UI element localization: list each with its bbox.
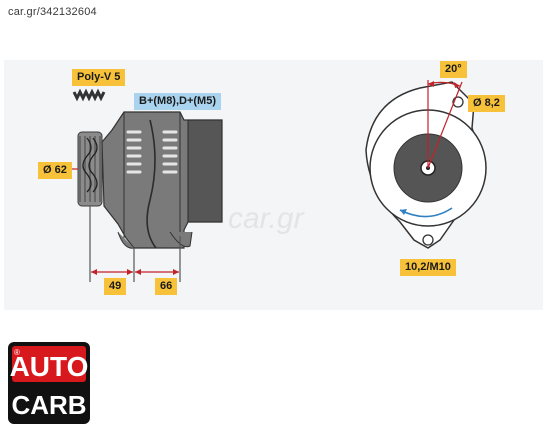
poly-v-groove-icon — [72, 88, 106, 102]
alternator-body — [101, 111, 223, 249]
dimension-lines — [72, 168, 181, 282]
autocarb-logo: AUTO CARB ® — [8, 342, 90, 424]
angle-label: 20° — [440, 61, 467, 78]
terminals-label: B+(M8),D+(M5) — [134, 93, 222, 110]
svg-text:AUTO: AUTO — [10, 351, 89, 382]
mount-label: 10,2/M10 — [400, 259, 456, 276]
pulley-icon — [77, 131, 103, 207]
svg-text:®: ® — [14, 348, 20, 357]
svg-text:CARB: CARB — [11, 390, 86, 420]
dimension-49-label: 49 — [104, 278, 127, 295]
poly-v-label: Poly-V 5 — [72, 69, 126, 86]
pulley-diameter-label: Ø 62 — [38, 162, 72, 179]
angle-dimension — [427, 80, 463, 169]
url-watermark: car.gr/342132604 — [8, 6, 97, 18]
front-view — [365, 81, 487, 249]
dimension-66-label: 66 — [155, 278, 178, 295]
hole-diameter-label: Ø 8,2 — [468, 95, 505, 112]
center-watermark: car.gr — [228, 202, 305, 235]
